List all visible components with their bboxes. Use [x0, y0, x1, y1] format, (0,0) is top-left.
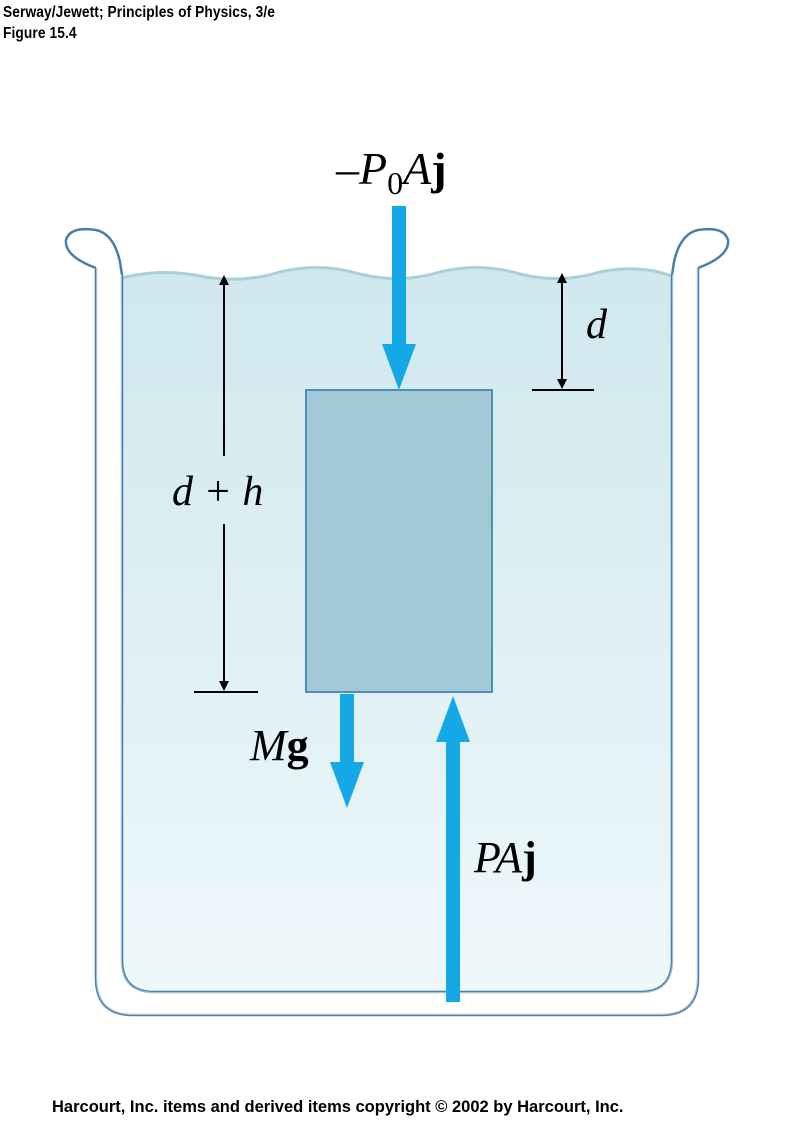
copyright-footer: Harcourt, Inc. items and derived items c…: [52, 1098, 624, 1116]
dimension-d: [532, 273, 594, 391]
bottom-force-label: PAj: [473, 833, 537, 882]
weight-arrow: [330, 694, 364, 808]
figure-number: Figure 15.4: [3, 25, 77, 42]
figure-caption-header: Serway/Jewett; Principles of Physics, 3/…: [3, 2, 319, 44]
bottom-force-arrow: [436, 696, 470, 1002]
dimension-d-plus-h: [194, 275, 258, 693]
weight-label: Mg: [249, 721, 309, 770]
top-force-arrow: [382, 206, 416, 390]
submerged-block: [305, 389, 493, 693]
depth-d-label: d: [586, 302, 608, 348]
depth-d-plus-h-label: d + h: [172, 469, 263, 515]
book-citation: Serway/Jewett; Principles of Physics, 3/…: [3, 4, 275, 21]
top-force-label: –P0Aj: [335, 143, 447, 201]
